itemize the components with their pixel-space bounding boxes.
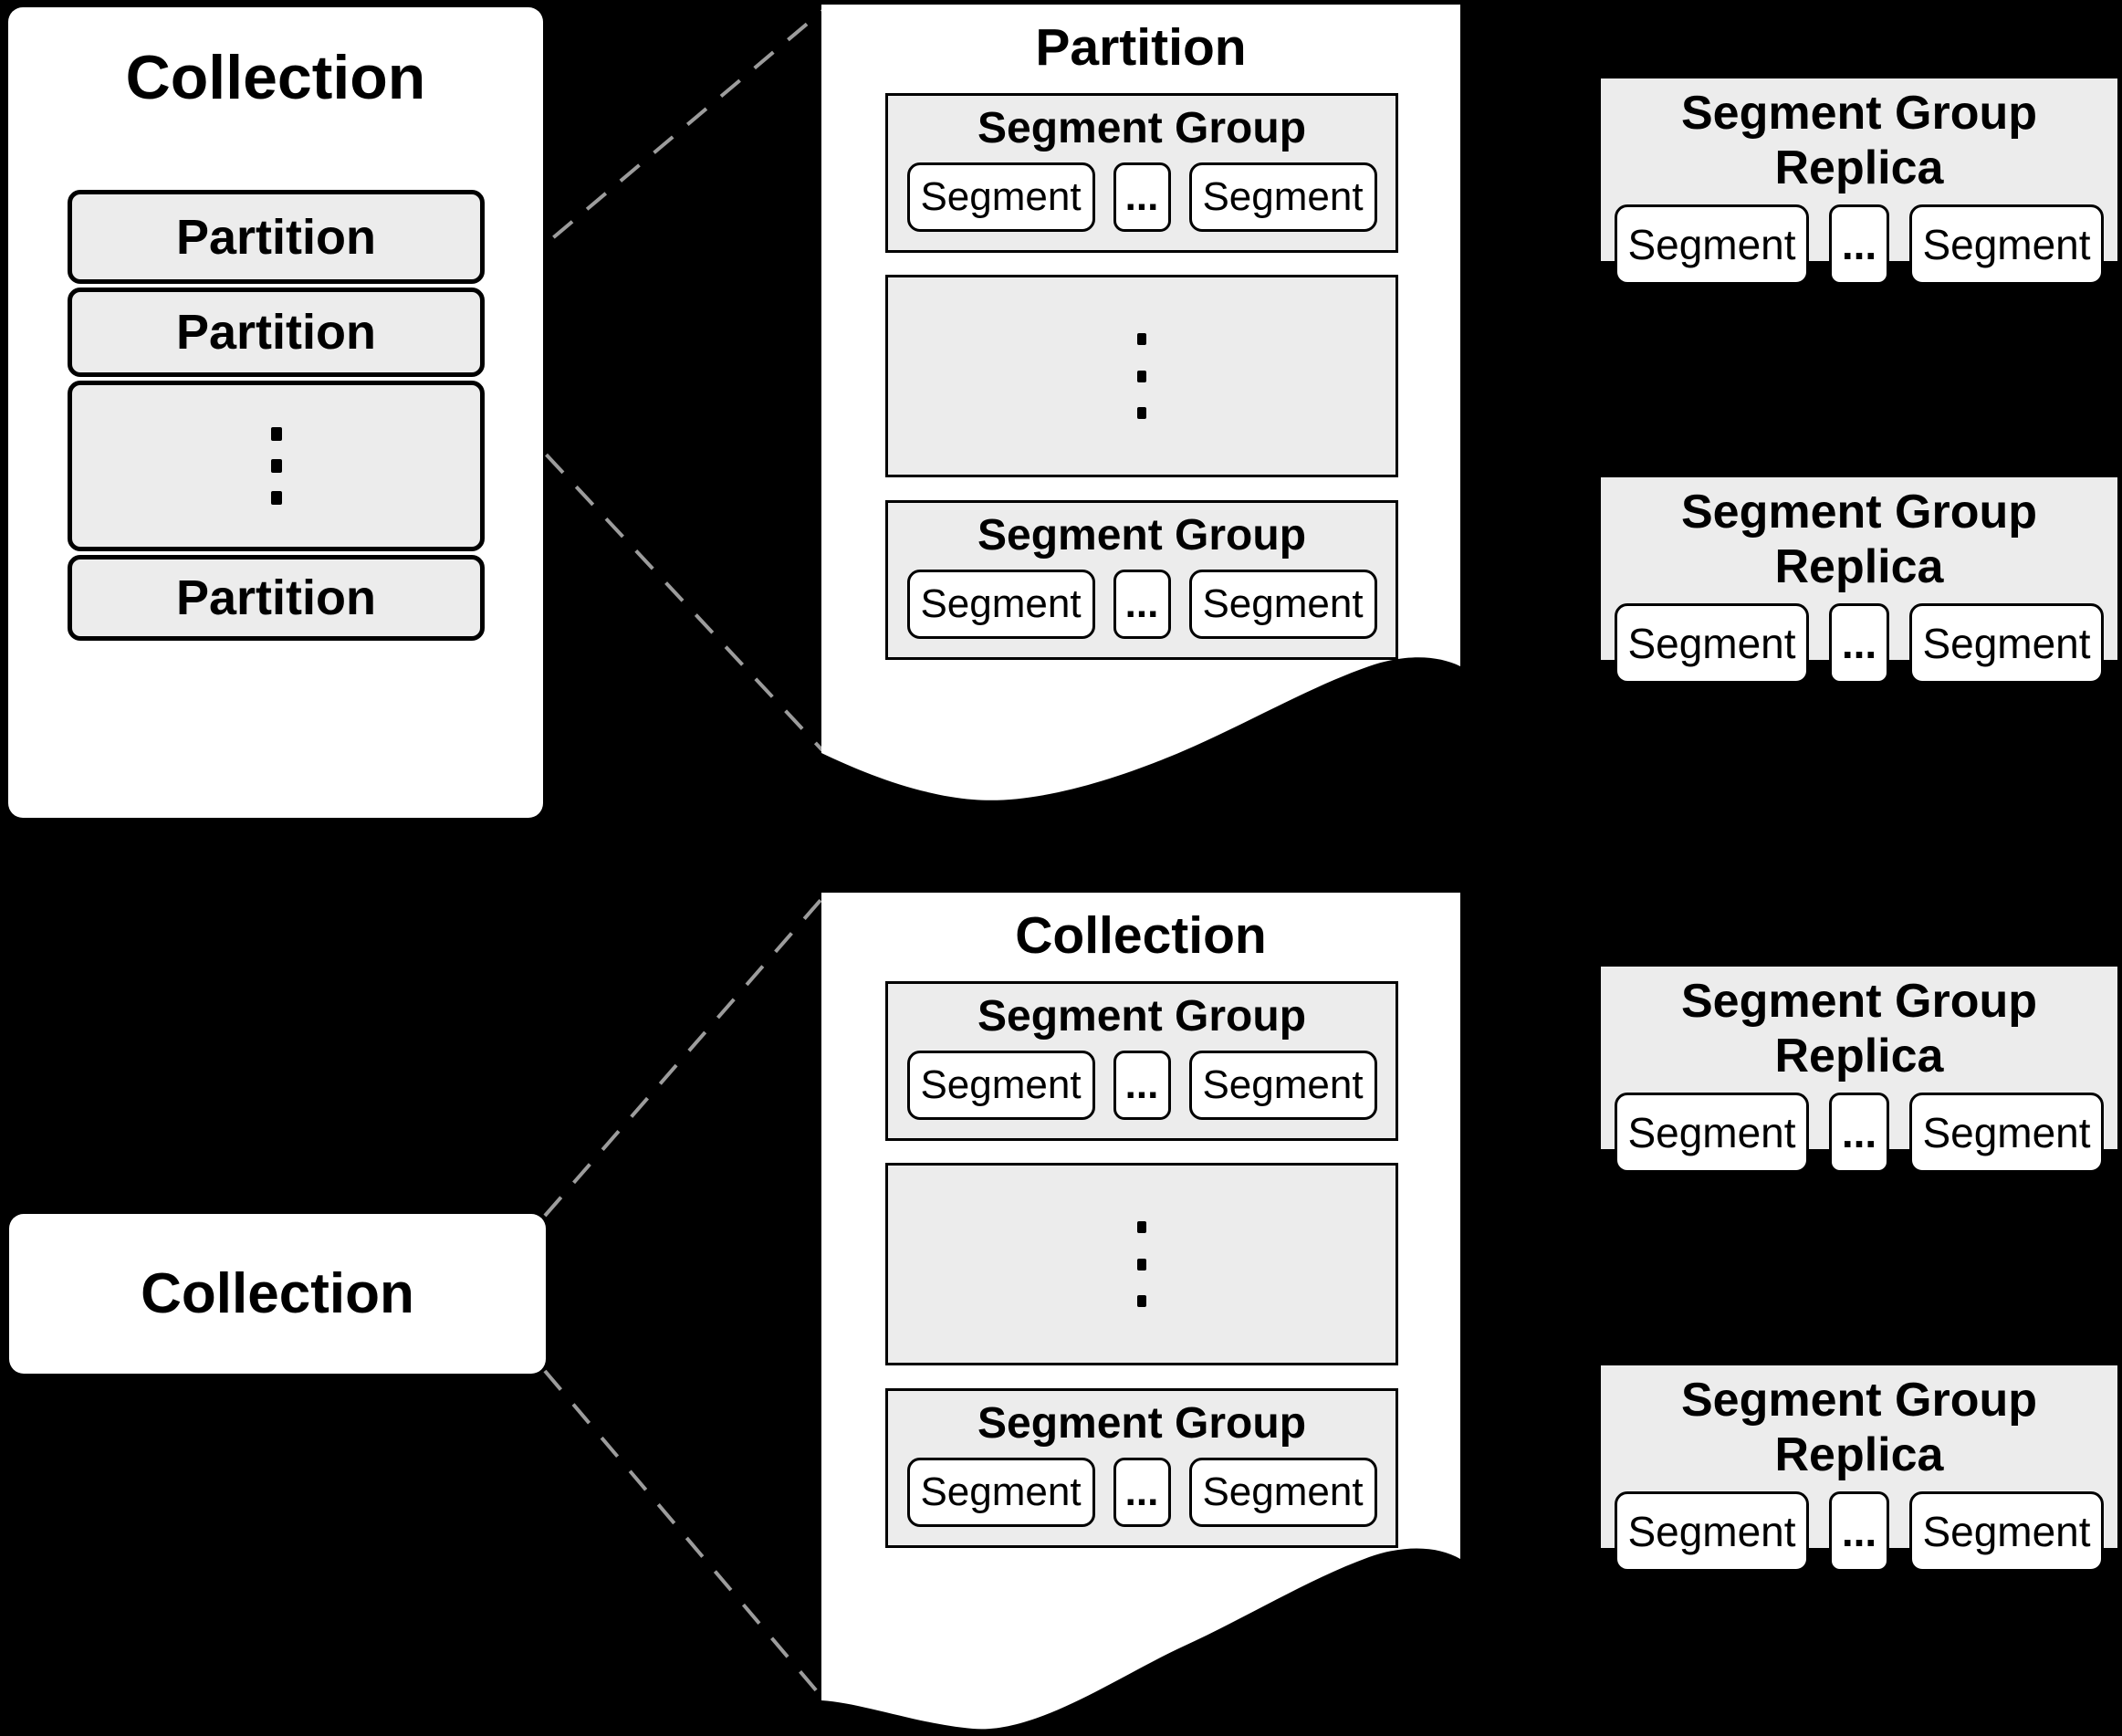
segment-group-replica-box: Segment Group Replica Segment ... Segmen…: [1601, 477, 2117, 684]
segment-box: Segment: [1188, 1051, 1377, 1120]
segment-box: Segment: [1909, 1491, 2104, 1572]
collection-detail-document: Collection Segment Group Segment ... Seg…: [821, 893, 1460, 1736]
segment-ellipsis-box: ...: [1829, 1491, 1889, 1572]
segment-row: Segment ... Segment: [888, 570, 1396, 639]
partition-row: Partition: [68, 555, 485, 641]
segment-box: Segment: [1615, 1491, 1809, 1572]
segment-ellipsis-box: ...: [1113, 570, 1171, 639]
segment-box: Segment: [1615, 603, 1809, 684]
segment-ellipsis-box: ...: [1829, 603, 1889, 684]
segment-group-replica-box: Segment Group Replica Segment ... Segmen…: [1601, 78, 2117, 285]
segment-row: Segment ... Segment: [1601, 1093, 2117, 1173]
segment-row: Segment ... Segment: [1601, 603, 2117, 684]
segment-row: Segment ... Segment: [888, 1051, 1396, 1120]
segment-groups-ellipsis-box: [885, 275, 1398, 477]
collection-card: Collection: [9, 1214, 546, 1374]
replica-title: Segment Group Replica: [1680, 975, 2038, 1082]
collection-card-title: Collection: [141, 1262, 414, 1325]
segment-group-replica-box: Segment Group Replica Segment ... Segmen…: [1601, 1365, 2117, 1572]
segment-row: Segment ... Segment: [1601, 204, 2117, 285]
vertical-ellipsis-icon: [68, 381, 485, 551]
dashed-connector-top-upper: [485, 9, 824, 296]
replica-title: Segment Group Replica: [1680, 486, 2038, 593]
collection-overview-card: Collection Partition Partition Partition: [8, 7, 543, 818]
segment-box: Segment: [1909, 603, 2104, 684]
segment-group-title: Segment Group: [977, 1399, 1307, 1448]
segment-row: Segment ... Segment: [1601, 1491, 2117, 1572]
segment-group-title: Segment Group: [977, 511, 1307, 559]
replica-title: Segment Group Replica: [1680, 1374, 2038, 1481]
segment-ellipsis-box: ...: [1829, 204, 1889, 285]
ellipsis-dot: [1137, 370, 1146, 382]
dashed-connector-bottom-lower: [543, 1369, 824, 1699]
segment-box: Segment: [1615, 204, 1809, 285]
ellipsis-dot: [1137, 406, 1146, 419]
segment-box: Segment: [906, 1458, 1095, 1527]
document-title: Collection: [1015, 906, 1267, 965]
ellipsis-dot: [270, 491, 282, 505]
ellipsis-dot: [1137, 333, 1146, 346]
segment-row: Segment ... Segment: [888, 162, 1396, 232]
segment-groups-ellipsis-box: [885, 1163, 1398, 1365]
replica-title: Segment Group Replica: [1680, 87, 2038, 194]
segment-box: Segment: [1909, 204, 2104, 285]
partition-row: Partition: [68, 288, 485, 377]
segment-ellipsis-box: ...: [1113, 1458, 1171, 1527]
segment-box: Segment: [906, 162, 1095, 232]
segment-box: Segment: [1909, 1093, 2104, 1173]
segment-group-box: Segment Group Segment ... Segment: [885, 1388, 1398, 1548]
ellipsis-dot: [270, 459, 282, 473]
ellipsis-dot: [1137, 1221, 1146, 1234]
segment-ellipsis-box: ...: [1829, 1093, 1889, 1173]
segment-box: Segment: [1188, 162, 1377, 232]
partition-list: Partition Partition Partition: [68, 190, 485, 641]
segment-row: Segment ... Segment: [888, 1458, 1396, 1527]
segment-ellipsis-box: ...: [1113, 1051, 1171, 1120]
segment-group-box: Segment Group Segment ... Segment: [885, 500, 1398, 660]
segment-group-title: Segment Group: [977, 992, 1307, 1041]
segment-ellipsis-box: ...: [1113, 162, 1171, 232]
segment-box: Segment: [906, 1051, 1095, 1120]
segment-group-box: Segment Group Segment ... Segment: [885, 981, 1398, 1141]
collection-card-title: Collection: [125, 43, 426, 112]
segment-group-box: Segment Group Segment ... Segment: [885, 93, 1398, 253]
partition-row: Partition: [68, 190, 485, 284]
segment-box: Segment: [1615, 1093, 1809, 1173]
segment-box: Segment: [1188, 570, 1377, 639]
document-title: Partition: [1035, 18, 1247, 77]
segment-box: Segment: [1188, 1458, 1377, 1527]
segment-group-replica-box: Segment Group Replica Segment ... Segmen…: [1601, 967, 2117, 1173]
ellipsis-dot: [270, 427, 282, 441]
dashed-connector-bottom-upper: [543, 896, 824, 1218]
partition-detail-document: Partition Segment Group Segment ... Segm…: [821, 5, 1460, 808]
ellipsis-dot: [1137, 1294, 1146, 1307]
ellipsis-dot: [1137, 1258, 1146, 1271]
segment-group-title: Segment Group: [977, 104, 1307, 152]
segment-box: Segment: [906, 570, 1095, 639]
dashed-connector-top-lower: [485, 389, 824, 752]
